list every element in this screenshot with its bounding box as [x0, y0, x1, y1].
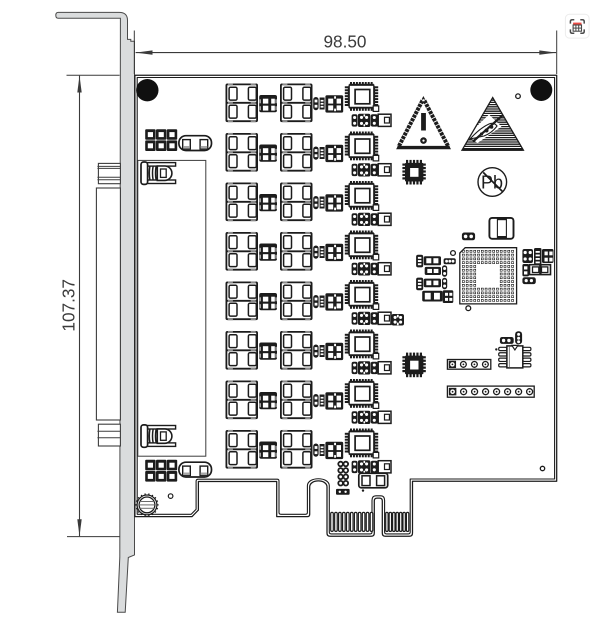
svg-text:107.37: 107.37	[58, 279, 78, 332]
svg-text:98.50: 98.50	[323, 32, 366, 52]
